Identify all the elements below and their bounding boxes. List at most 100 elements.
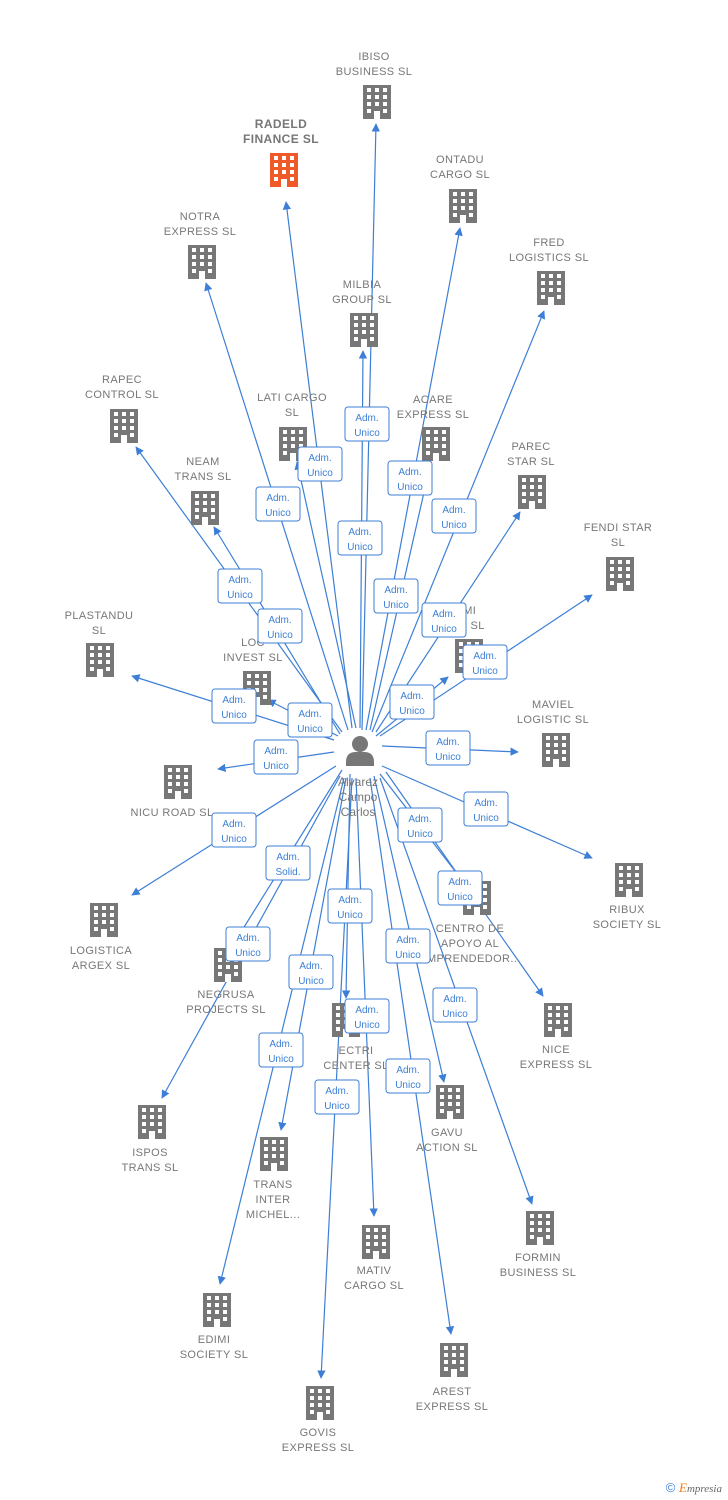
company-label-line: IBISO bbox=[358, 51, 389, 63]
role-badge-parec[interactable]: Adm.Unico bbox=[421, 602, 467, 638]
company-label-line: LOGISTIC SL bbox=[517, 714, 589, 726]
role-badge-arest[interactable]: Adm.Unico bbox=[385, 1058, 431, 1094]
company-label-line: MILBIA bbox=[343, 279, 382, 291]
company-label-line: NICE bbox=[542, 1044, 570, 1056]
role-badge-formin[interactable]: Adm.Unico bbox=[432, 987, 478, 1023]
person-icon bbox=[346, 736, 374, 766]
building-icon bbox=[191, 491, 219, 525]
building-icon bbox=[90, 903, 118, 937]
edge-trans bbox=[278, 777, 347, 1131]
company-label-line: ECTRI bbox=[339, 1045, 374, 1057]
role-badge-trans[interactable]: Adm.Unico bbox=[288, 954, 334, 990]
role-badge-maviel[interactable]: Adm.Unico bbox=[425, 730, 471, 766]
role-badge-argex[interactable]: Adm.Unico bbox=[211, 812, 257, 848]
company-node-rapec[interactable]: RAPEC CONTROL SL bbox=[85, 374, 159, 443]
building-icon bbox=[363, 85, 391, 119]
role-badge-box bbox=[432, 987, 478, 1023]
company-label-line: RAPEC bbox=[102, 374, 142, 386]
role-badge-rapec[interactable]: Adm.Unico bbox=[217, 568, 263, 604]
role-badge-ontadu[interactable]: Adm.Unico bbox=[387, 460, 433, 496]
badges-layer: Adm.UnicoAdm.UnicoAdm.UnicoAdm.UnicoAdm.… bbox=[211, 406, 509, 1115]
role-badge-govis[interactable]: Adm.Unico bbox=[314, 1079, 360, 1115]
building-icon bbox=[138, 1105, 166, 1139]
role-badge-text: Unico bbox=[473, 813, 499, 824]
company-node-trans[interactable]: TRANSINTERMICHEL... bbox=[246, 1137, 300, 1221]
person-node[interactable]: Alvarez Campo Carlos bbox=[338, 736, 378, 819]
company-label-line: BUSINESS SL bbox=[500, 1267, 577, 1279]
building-icon bbox=[270, 153, 298, 187]
building-icon bbox=[544, 1003, 572, 1037]
role-badge-notra[interactable]: Adm.Unico bbox=[297, 446, 343, 482]
role-badge-fred[interactable]: Adm.Unico bbox=[431, 498, 477, 534]
company-node-nicuroad[interactable]: NICU ROAD SL bbox=[130, 765, 213, 819]
role-badge-acare[interactable]: Adm.Unico bbox=[373, 578, 419, 614]
role-badge-box bbox=[385, 928, 431, 964]
company-label-line: CONTROL SL bbox=[85, 389, 159, 401]
role-badge-box bbox=[288, 954, 334, 990]
role-badge-text: Adm. bbox=[432, 609, 455, 620]
role-badge-neam[interactable]: Adm.Unico bbox=[257, 608, 303, 644]
role-badge-ectri[interactable]: Adm.Unico bbox=[327, 888, 373, 924]
role-badge-radeld[interactable]: Adm.Unico bbox=[255, 486, 301, 522]
role-badge-nicuroad[interactable]: Adm.Unico bbox=[253, 739, 299, 775]
role-badge-milbia[interactable]: Adm.Unico bbox=[344, 406, 390, 442]
role-badge-box bbox=[421, 602, 467, 638]
role-badge-text: Unico bbox=[307, 468, 333, 479]
role-badge-edimi[interactable]: Adm.Unico bbox=[258, 1032, 304, 1068]
role-badge-centro[interactable]: Adm.Unico bbox=[397, 807, 443, 843]
role-badge-text: Unico bbox=[297, 724, 323, 735]
role-badge-box bbox=[287, 702, 333, 738]
company-label-line: TRANS SL bbox=[122, 1162, 179, 1174]
company-label-line: GROUP SL bbox=[332, 294, 392, 306]
role-badge-mativ[interactable]: Adm.Unico bbox=[344, 998, 390, 1034]
role-badge-text: Adm. bbox=[325, 1086, 348, 1097]
company-label-line: EXPRESS SL bbox=[282, 1442, 354, 1454]
role-badge-gavu[interactable]: Adm.Unico bbox=[385, 928, 431, 964]
role-badge-text: Unico bbox=[227, 590, 253, 601]
role-badge-text: Adm. bbox=[448, 877, 471, 888]
company-label-line: LATI CARGO bbox=[257, 392, 327, 404]
role-badge-plastandu[interactable]: Adm.Unico bbox=[211, 688, 257, 724]
role-badge-loc[interactable]: Adm.Unico bbox=[287, 702, 333, 738]
role-badge-ispos[interactable]: Adm.Unico bbox=[225, 926, 271, 962]
role-badge-text: Unico bbox=[383, 600, 409, 611]
role-badge-laticargo[interactable]: Adm.Unico bbox=[337, 520, 383, 556]
role-badge-ribux[interactable]: Adm.Unico bbox=[463, 791, 509, 827]
role-badge-box bbox=[463, 791, 509, 827]
role-badge-negrusa[interactable]: Adm.Solid. bbox=[265, 845, 311, 881]
role-badge-box bbox=[337, 520, 383, 556]
role-badge-imi[interactable]: Adm.Unico bbox=[389, 684, 435, 720]
edge-ectri bbox=[341, 773, 351, 999]
building-icon bbox=[436, 1085, 464, 1119]
role-badge-text: Adm. bbox=[268, 615, 291, 626]
company-node-milbia[interactable]: MILBIA GROUP SL bbox=[332, 279, 392, 347]
role-badge-fendi[interactable]: Adm.Unico bbox=[462, 644, 508, 680]
role-badge-nice[interactable]: Adm.Unico bbox=[437, 870, 483, 906]
role-badge-text: Adm. bbox=[269, 1039, 292, 1050]
